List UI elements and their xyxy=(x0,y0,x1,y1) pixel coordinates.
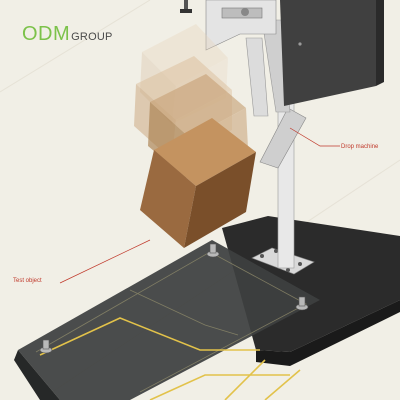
upper-frame-left xyxy=(245,37,269,117)
control-cabinet-side xyxy=(376,0,384,86)
support-arm xyxy=(259,107,307,169)
box-top xyxy=(154,118,256,186)
callout-lines xyxy=(59,127,340,284)
test-object-box xyxy=(140,118,256,248)
floor-lines xyxy=(39,317,301,400)
glass-plate-edge xyxy=(14,350,60,400)
box-right xyxy=(184,152,256,248)
glass-plate xyxy=(18,240,320,400)
base-platform-edge xyxy=(256,300,400,366)
control-cabinet-front xyxy=(280,0,376,106)
brand-logo: ODM GROUP xyxy=(22,22,113,44)
cabinet-lock xyxy=(298,42,302,46)
leveling-feet xyxy=(39,243,309,354)
logo-suffix-text: GROUP xyxy=(71,31,113,43)
column-bolts xyxy=(260,249,302,272)
test-object-label: Test object xyxy=(13,278,42,284)
glass-frame-lines xyxy=(35,251,307,393)
drop-head-knob xyxy=(241,8,249,16)
release-knob xyxy=(180,0,192,13)
logo-brand-text: ODM xyxy=(22,23,71,45)
box-left xyxy=(140,150,196,248)
drop-machine-label: Drop machine xyxy=(341,144,379,150)
